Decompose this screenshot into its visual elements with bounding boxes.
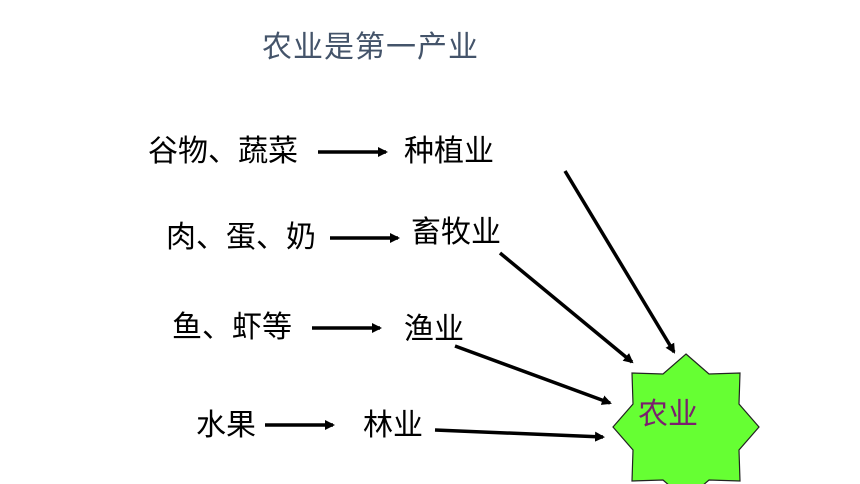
target-label-2: 畜牧业 (411, 215, 501, 250)
target-label-3: 渔业 (404, 312, 464, 347)
target-label-4: 林业 (363, 408, 423, 443)
arrow-to-center-4 (434, 428, 605, 442)
source-label-3: 鱼、虾等 (172, 310, 292, 345)
source-label-1: 谷物、蔬菜 (148, 134, 298, 169)
arrow-to-center-2 (498, 251, 634, 364)
target-label-1: 种植业 (404, 134, 494, 169)
source-label-4: 水果 (196, 408, 256, 443)
slide-title: 农业是第一产业 (262, 30, 479, 65)
arrow-to-center-1 (563, 170, 676, 354)
source-label-2: 肉、蛋、奶 (166, 220, 316, 255)
arrow-to-center-3 (454, 344, 612, 405)
center-label: 农业 (638, 397, 698, 432)
center-star-shape (612, 353, 760, 484)
